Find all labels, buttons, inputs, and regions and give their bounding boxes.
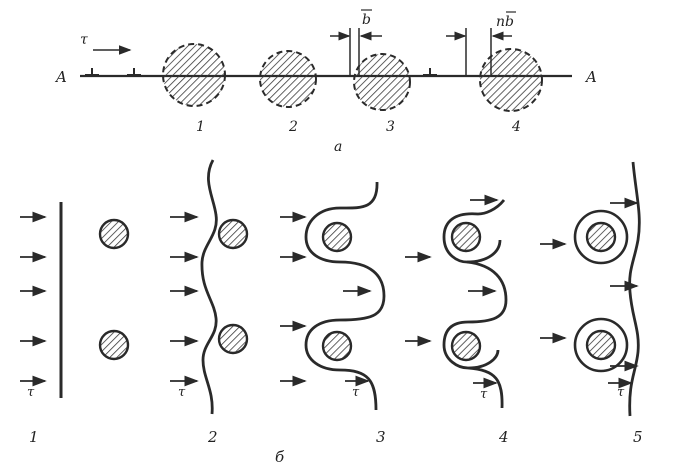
nb-step — [446, 28, 512, 76]
stage-label-b2: 2 — [207, 428, 218, 446]
particle-b3-top — [321, 221, 353, 253]
particle-b2-top — [217, 218, 249, 250]
particle-b4-bottom — [450, 330, 482, 362]
shear-label-b4: τ — [480, 387, 488, 402]
stage-label-b5: 5 — [633, 428, 643, 446]
particle-b5-bottom — [585, 329, 617, 361]
stage-label-b3: 3 — [376, 428, 386, 446]
part-b-label: б — [275, 448, 285, 466]
shear-label-b2: τ — [178, 385, 186, 400]
orowan-loop-bottom — [573, 317, 629, 373]
part-b: τ 1 τ 2 — [20, 159, 643, 466]
shear-label-a: τ — [80, 32, 88, 48]
stage-a-4: 4 — [511, 119, 521, 135]
dislocation-line-2 — [200, 159, 218, 415]
stage-b-3: τ 3 — [280, 181, 386, 446]
dislocation-line-5 — [628, 161, 641, 417]
stage-3-stress-arrows — [280, 211, 372, 387]
particle-b5-top — [585, 221, 617, 253]
particle-b2-bottom — [217, 323, 249, 355]
stage-4-stress-arrows — [405, 194, 499, 347]
dislocation-symbols — [85, 68, 437, 76]
particle-b3-bottom — [321, 330, 353, 362]
particle-4 — [479, 48, 543, 112]
orowan-loop-top — [573, 209, 629, 265]
stage-5-stress-arrows — [540, 197, 639, 372]
stage-label-b1: 1 — [29, 428, 39, 446]
shear-label-b5: τ — [617, 385, 625, 400]
particle-1 — [162, 43, 226, 107]
dislocation-loop-4-top — [442, 199, 506, 264]
line-label-left: A — [54, 68, 67, 86]
line-label-right: A — [584, 68, 597, 86]
stage-b-5: τ 5 — [540, 161, 643, 446]
stage-a-3: 3 — [386, 119, 395, 135]
particle-b1-bottom — [98, 329, 130, 361]
dislocation-line-3 — [304, 181, 386, 411]
stage-1-stress-arrows — [20, 211, 47, 387]
part-a: A A τ b — [54, 9, 597, 155]
stage-2-stress-arrows — [170, 211, 199, 387]
burgers-step — [330, 28, 382, 76]
shear-label-b3: τ — [352, 385, 360, 400]
stage-a-2: 2 — [288, 119, 298, 135]
particle-2 — [259, 50, 317, 108]
stage-b-1: τ 1 — [20, 202, 130, 446]
shear-label-b1: τ — [27, 385, 35, 400]
stage-label-b4: 4 — [498, 428, 509, 446]
part-a-label: a — [334, 139, 342, 155]
stage-b-2: τ 2 — [170, 159, 249, 446]
burgers-label: b — [362, 12, 371, 28]
stage-a-1: 1 — [196, 119, 205, 135]
particle-b1-top — [98, 218, 130, 250]
particle-b4-top — [450, 221, 482, 253]
stage-b-4: τ 4 — [405, 194, 509, 446]
nb-label: nb — [496, 14, 514, 30]
particle-3 — [353, 53, 411, 111]
